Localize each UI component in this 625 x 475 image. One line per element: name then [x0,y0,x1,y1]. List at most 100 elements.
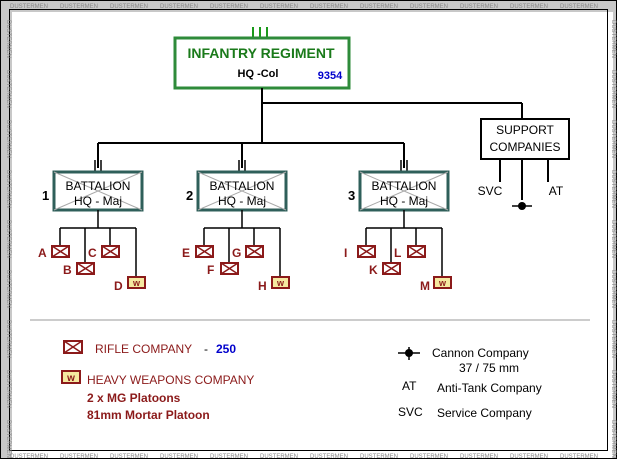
legend-svc-abbr: SVC [398,405,423,419]
regiment-hq: HQ -Col [238,68,279,80]
border-watermark-text: DUSTERMEN [160,4,198,10]
outer-frame [0,0,617,459]
border-watermark-text: DUSTERMEN [560,4,598,10]
border-watermark-text: DUSTERMEN [610,70,616,108]
border-watermark-text: DUSTERMEN [60,454,98,460]
support-at-label: AT [549,184,564,198]
border-watermark-text: DUSTERMEN [5,170,11,208]
cannon-company-symbol [512,202,532,210]
legend: RIFLE COMPANY - 250 w HEAVY WEAPONS COMP… [61,340,542,422]
legend-rifle-sep: - [204,342,208,356]
border-watermark-text: DUSTERMEN [10,4,48,10]
regiment-box: INFANTRY REGIMENT HQ -Col 9354 [173,36,351,90]
border-watermark-text: DUSTERMEN [310,454,348,460]
company-letter: I [344,246,347,260]
legend-heavy-symbol: w [61,370,81,384]
border-watermark-text: DUSTERMEN [460,454,498,460]
border-watermark-text: DUSTERMEN [210,454,248,460]
tree-connectors [97,88,523,168]
border-watermark-text: DUSTERMEN [610,370,616,408]
battalion-title: BATTALION [66,179,131,193]
company-letter: E [182,246,190,260]
rifle-company-I: I [344,245,376,260]
legend-heavy-label: HEAVY WEAPONS COMPANY [87,373,254,387]
battalion-number: 2 [186,188,193,203]
border-watermark-text: DUSTERMEN [5,70,11,108]
support-companies-box: SUPPORT COMPANIES [480,118,570,160]
rifle-company-E: E [182,245,214,260]
company-letter: C [88,246,97,260]
border-watermark-text: DUSTERMEN [110,4,148,10]
border-watermark-text: DUSTERMEN [610,220,616,258]
border-watermark-text: DUSTERMEN [5,120,11,158]
right-margin [617,0,625,475]
company-letter: M [420,279,430,293]
legend-at-abbr: AT [402,379,417,393]
legend-rifle-number: 250 [216,342,236,356]
border-watermark-text: DUSTERMEN [260,4,298,10]
legend-cannon-label: Cannon Company [432,346,529,360]
support-connectors [499,159,549,200]
border-watermark-text: DUSTERMEN [610,120,616,158]
inner-frame [9,9,608,451]
svg-text:w: w [132,278,141,288]
support-title-line1: SUPPORT [496,123,554,137]
heavy-company-M: wM [420,276,452,293]
border-watermark-text: DUSTERMEN [210,4,248,10]
border-watermark-text: DUSTERMEN [5,420,11,458]
rifle-company-B: B [63,262,95,277]
regiment-number: 9354 [318,70,343,82]
company-letter: D [114,279,123,293]
support-svc-label: SVC [478,184,503,198]
legend-heavy-line2: 81mm Mortar Platoon [87,408,210,422]
border-watermark-text: DUSTERMEN [560,454,598,460]
border-watermark-text: DUSTERMEN [610,20,616,58]
border-watermark-text: DUSTERMEN [610,170,616,208]
border-watermark-text: DUSTERMEN [110,454,148,460]
bottom-margin [0,459,625,475]
border-watermark-text: DUSTERMEN [5,220,11,258]
border-watermark-text: DUSTERMEN [360,454,398,460]
company-letter: A [38,246,47,260]
company-letter: B [63,263,72,277]
border-watermark-text: DUSTERMEN [610,270,616,308]
battalion-hq: HQ - Maj [380,194,428,208]
border-watermark-text: DUSTERMEN [410,454,448,460]
battalion-number: 1 [42,188,49,203]
border-watermark-text: DUSTERMEN [160,454,198,460]
border-watermark-text: DUSTERMEN [310,4,348,10]
border-watermark-text: DUSTERMEN [60,4,98,10]
border-watermark-text: DUSTERMEN [410,4,448,10]
company-letter: L [394,246,401,260]
svg-text:w: w [66,373,75,384]
border-watermark-text: DUSTERMEN [5,320,11,358]
battalion-number: 3 [348,188,355,203]
battalion-title: BATTALION [210,179,275,193]
border-watermark-text: DUSTERMEN [460,4,498,10]
border-watermark-text: DUSTERMEN [610,320,616,358]
border-watermark-text: DUSTERMEN [10,454,48,460]
legend-rifle-symbol [63,340,83,354]
support-title-line2: COMPANIES [489,140,560,154]
rifle-company-C: C [88,245,120,260]
company-letter: F [207,263,214,277]
rifle-company-A: A [38,245,70,260]
regiment-title: INFANTRY REGIMENT [187,45,334,61]
legend-svc-label: Service Company [437,406,532,420]
legend-heavy-line1: 2 x MG Platoons [87,391,181,405]
battalion-hq: HQ - Maj [218,194,266,208]
company-letter: H [258,279,267,293]
border-watermark: DUSTERMEN DUSTERMEN DUSTERMEN DUSTERMEN DUST… [5,4,616,460]
border-watermark-text: DUSTERMEN [260,454,298,460]
legend-at-label: Anti-Tank Company [437,381,542,395]
battalion-hq: HQ - Maj [74,194,122,208]
legend-cannon-sub: 37 / 75 mm [459,361,519,375]
svg-text:w: w [276,278,285,288]
border-watermark-text: DUSTERMEN [510,454,548,460]
border-watermark-text: DUSTERMEN [5,270,11,308]
